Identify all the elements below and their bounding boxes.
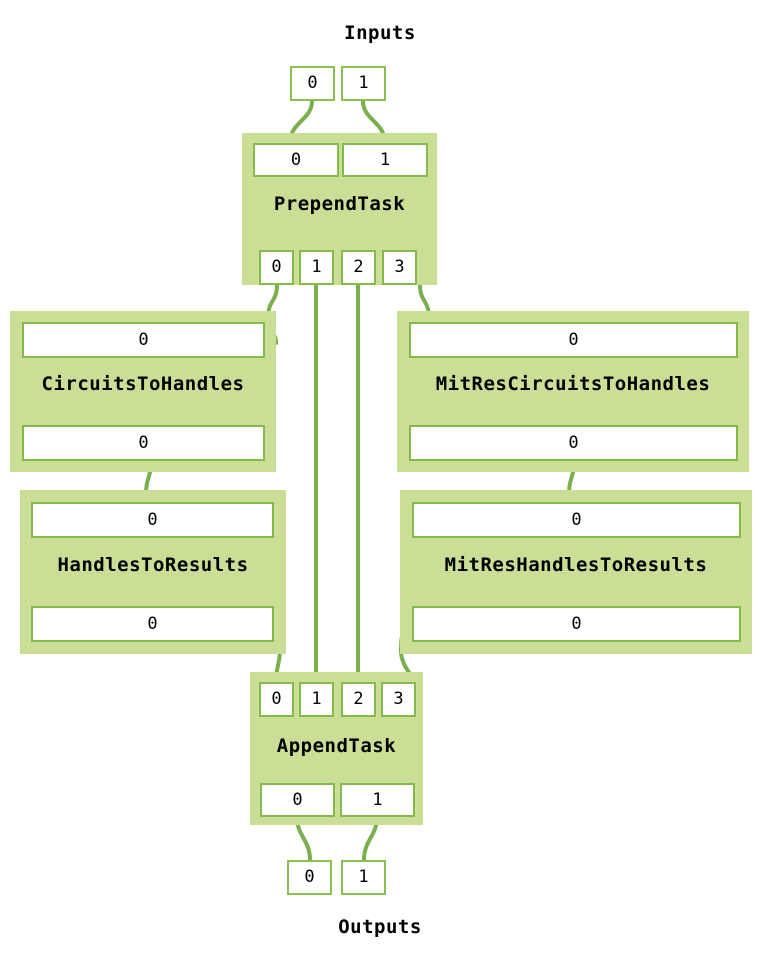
append-task-input-port-0[interactable]: 0 — [259, 682, 294, 717]
prepend-task-input-port-0[interactable]: 0 — [253, 143, 339, 177]
outputs-caption: Outputs — [338, 916, 422, 938]
append-task-output-port-0[interactable]: 0 — [260, 783, 335, 817]
node-mitres-handles-to-results-title: MitResHandlesToResults — [444, 554, 708, 576]
handles-to-results-output-port-0[interactable]: 0 — [31, 606, 274, 642]
append-task-input-port-2[interactable]: 2 — [341, 682, 376, 717]
prepend-task-output-port-1[interactable]: 1 — [299, 250, 334, 285]
graph-output-port-0[interactable]: 0 — [287, 860, 332, 895]
mitres-handles-to-results-output-port-0[interactable]: 0 — [412, 606, 741, 642]
prepend-task-input-port-1[interactable]: 1 — [342, 143, 428, 177]
prepend-task-output-port-2[interactable]: 2 — [341, 250, 376, 285]
node-append-task-title: AppendTask — [276, 735, 397, 757]
graph-input-port-1[interactable]: 1 — [341, 66, 386, 101]
circuits-to-handles-output-port-0[interactable]: 0 — [22, 425, 265, 461]
prepend-task-output-port-0[interactable]: 0 — [259, 250, 294, 285]
mitres-circuits-to-handles-output-port-0[interactable]: 0 — [409, 425, 738, 461]
node-circuits-to-handles-title: CircuitsToHandles — [41, 373, 245, 395]
node-prepend-task-title: PrependTask — [273, 193, 406, 215]
inputs-caption: Inputs — [344, 22, 416, 44]
append-task-input-port-3[interactable]: 3 — [381, 682, 416, 717]
node-handles-to-results-title: HandlesToResults — [57, 554, 249, 576]
prepend-task-output-port-3[interactable]: 3 — [382, 250, 417, 285]
append-task-input-port-1[interactable]: 1 — [299, 682, 334, 717]
mitres-handles-to-results-input-port-0[interactable]: 0 — [412, 502, 741, 538]
graph-output-port-1[interactable]: 1 — [341, 860, 386, 895]
circuits-to-handles-input-port-0[interactable]: 0 — [22, 322, 265, 358]
node-mitres-circuits-to-handles-title: MitResCircuitsToHandles — [435, 373, 711, 395]
graph-input-port-0[interactable]: 0 — [290, 66, 335, 101]
append-task-output-port-1[interactable]: 1 — [340, 783, 415, 817]
mitres-circuits-to-handles-input-port-0[interactable]: 0 — [409, 322, 738, 358]
handles-to-results-input-port-0[interactable]: 0 — [31, 502, 274, 538]
